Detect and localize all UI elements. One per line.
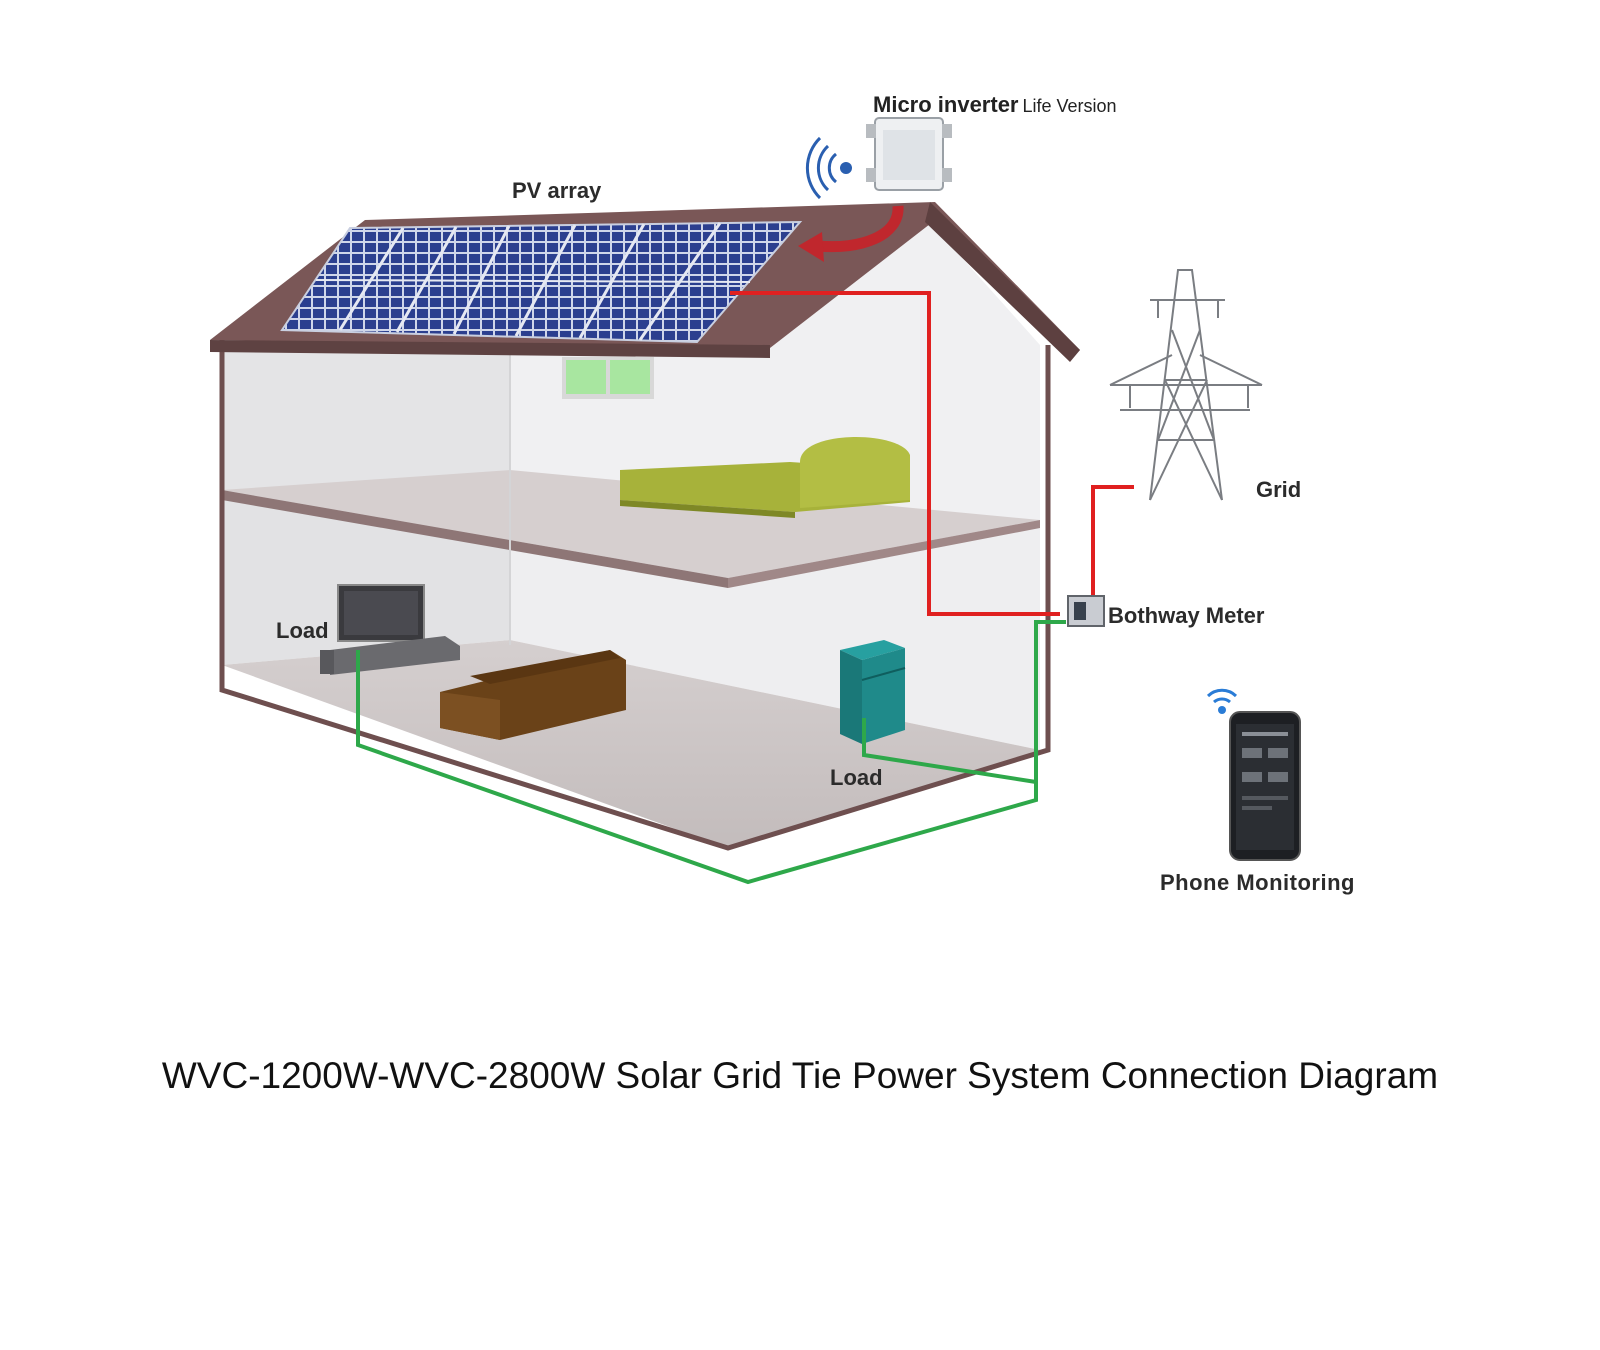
grid-line — [1091, 485, 1134, 605]
load-label-left: Load — [276, 618, 329, 643]
ac-line-right — [862, 718, 1037, 784]
upper-side-wall — [510, 222, 1040, 520]
inverter-arrow — [817, 205, 904, 253]
ground-floor — [222, 640, 1040, 848]
transmission-tower — [1109, 269, 1263, 501]
sofa — [440, 650, 626, 740]
bed — [620, 437, 910, 518]
upper-floor — [222, 470, 1040, 578]
micro-inverter-version: Life Version — [1022, 96, 1117, 116]
roof-gable-edge — [925, 202, 1080, 362]
bothway-meter-device — [1067, 595, 1105, 627]
pv-array — [280, 220, 803, 344]
wifi-icon — [805, 136, 852, 200]
pv-array-label: PV array — [512, 178, 602, 203]
diagram-caption: WVC-1200W-WVC-2800W Solar Grid Tie Power… — [161, 1055, 1439, 1096]
window — [562, 357, 654, 399]
fridge — [840, 640, 906, 744]
bothway-meter-label: Bothway Meter — [1108, 603, 1265, 628]
phone-wifi-icon — [1206, 688, 1238, 714]
phone-device — [1229, 711, 1301, 861]
upper-floor-edge-right — [728, 520, 1040, 588]
micro-inverter-title: Micro inverter — [873, 92, 1019, 117]
load-label-right: Load — [830, 765, 883, 790]
back-wall — [222, 338, 510, 508]
micro-inverter-device — [866, 117, 952, 191]
roof-eave — [210, 340, 770, 358]
upper-floor-edge — [222, 490, 728, 588]
phone-monitoring-label: Phone Monitoring — [1160, 870, 1355, 895]
ac-line-left — [356, 620, 1066, 885]
grid-label: Grid — [1256, 477, 1302, 502]
tv — [320, 584, 460, 675]
dc-line — [730, 291, 1060, 616]
